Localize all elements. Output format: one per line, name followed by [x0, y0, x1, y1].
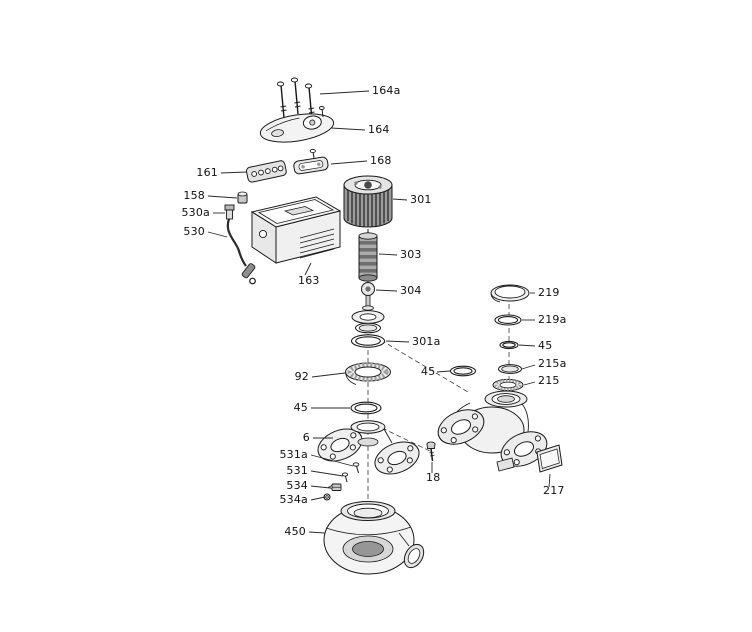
leader-450 [308, 531, 326, 534]
part-oring-219a [494, 314, 522, 326]
leader-534a [310, 496, 326, 501]
leader-534 [310, 485, 331, 489]
leader-45a [436, 370, 451, 373]
part-pump-head-6 [317, 420, 420, 475]
part-ring-215a [498, 364, 522, 374]
part-screw-18 [426, 441, 436, 462]
part-terminal-box-163 [250, 196, 342, 264]
part-terminal-block-161 [245, 160, 287, 183]
leader-163 [304, 262, 312, 276]
leader-303 [378, 253, 398, 256]
leader-531a [310, 454, 354, 467]
part-screw-531a [352, 462, 360, 474]
part-plug-158 [237, 191, 248, 204]
leader-215a [521, 364, 536, 370]
part-cover-164 [259, 106, 335, 143]
part-screws-164a [276, 77, 315, 121]
leader-45c [518, 344, 536, 347]
leader-304 [375, 289, 398, 292]
part-oring-301a [350, 334, 386, 348]
part-oring-45-mid [449, 365, 477, 377]
part-rotor-303 [358, 229, 378, 282]
leader-158 [207, 195, 238, 199]
part-oring-45-right [499, 340, 519, 350]
leader-lines [207, 90, 551, 534]
part-pump-housing [437, 390, 548, 472]
part-cable-gland-530a [224, 204, 235, 220]
leader-164a [319, 90, 370, 95]
leader-301 [392, 198, 408, 201]
part-bearing-304 [361, 282, 375, 311]
leader-531 [310, 470, 344, 477]
part-plate-168 [293, 148, 329, 175]
part-cable-530 [226, 218, 256, 285]
leader-530 [207, 231, 228, 238]
leader-217 [548, 473, 551, 488]
part-screw-531 [341, 472, 349, 483]
part-nameplate-217 [536, 444, 563, 473]
leader-168 [330, 160, 368, 165]
leader-164 [330, 127, 366, 131]
part-bearing-215 [492, 378, 524, 392]
part-plug-534 [327, 483, 342, 491]
leader-215 [523, 381, 536, 386]
part-ring-92 [345, 362, 391, 385]
part-oring-45-left [350, 401, 382, 415]
leader-161 [220, 171, 248, 174]
part-volute-450 [323, 501, 425, 575]
part-stator-301 [343, 175, 393, 228]
part-cap-219 [490, 284, 530, 303]
leader-301a [385, 340, 410, 343]
leader-92 [311, 372, 346, 378]
part-seal-rings [351, 310, 385, 334]
